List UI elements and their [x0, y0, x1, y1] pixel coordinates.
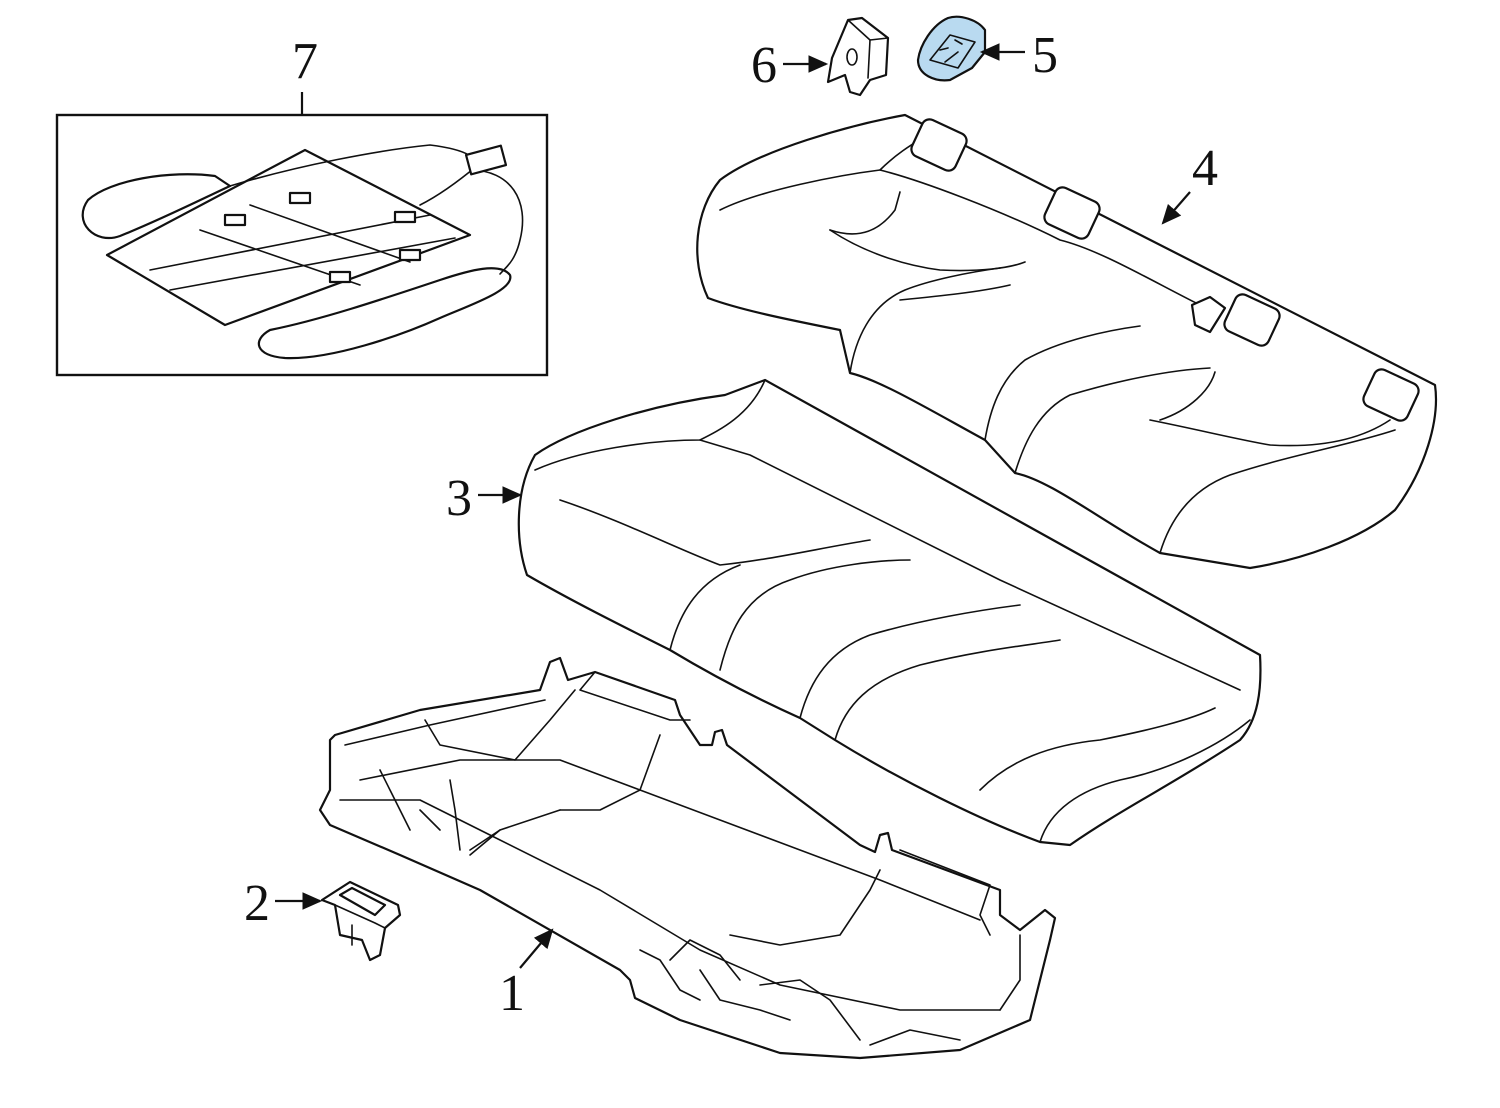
part-6-hinge-cover[interactable] — [826, 16, 890, 97]
callout-2-label: 2 — [244, 875, 270, 932]
part-7-seat-heater-element[interactable] — [55, 92, 549, 377]
callout-6-label: 6 — [751, 37, 777, 94]
callout-arrows — [275, 43, 1191, 969]
part-5-trim-cover[interactable] — [916, 15, 987, 82]
part-2-clip[interactable] — [320, 880, 402, 962]
callout-4-label: 4 — [1192, 140, 1218, 197]
callout-5-label: 5 — [1032, 27, 1058, 84]
part-3-seat-cushion[interactable] — [517, 378, 1262, 847]
callout-1-label: 1 — [499, 965, 525, 1022]
part-4-seat-back-cushion[interactable] — [696, 113, 1437, 570]
callout-7-label: 7 — [292, 33, 318, 90]
part-1-seat-frame[interactable] — [318, 656, 1057, 1060]
callout-3-label: 3 — [446, 470, 472, 527]
